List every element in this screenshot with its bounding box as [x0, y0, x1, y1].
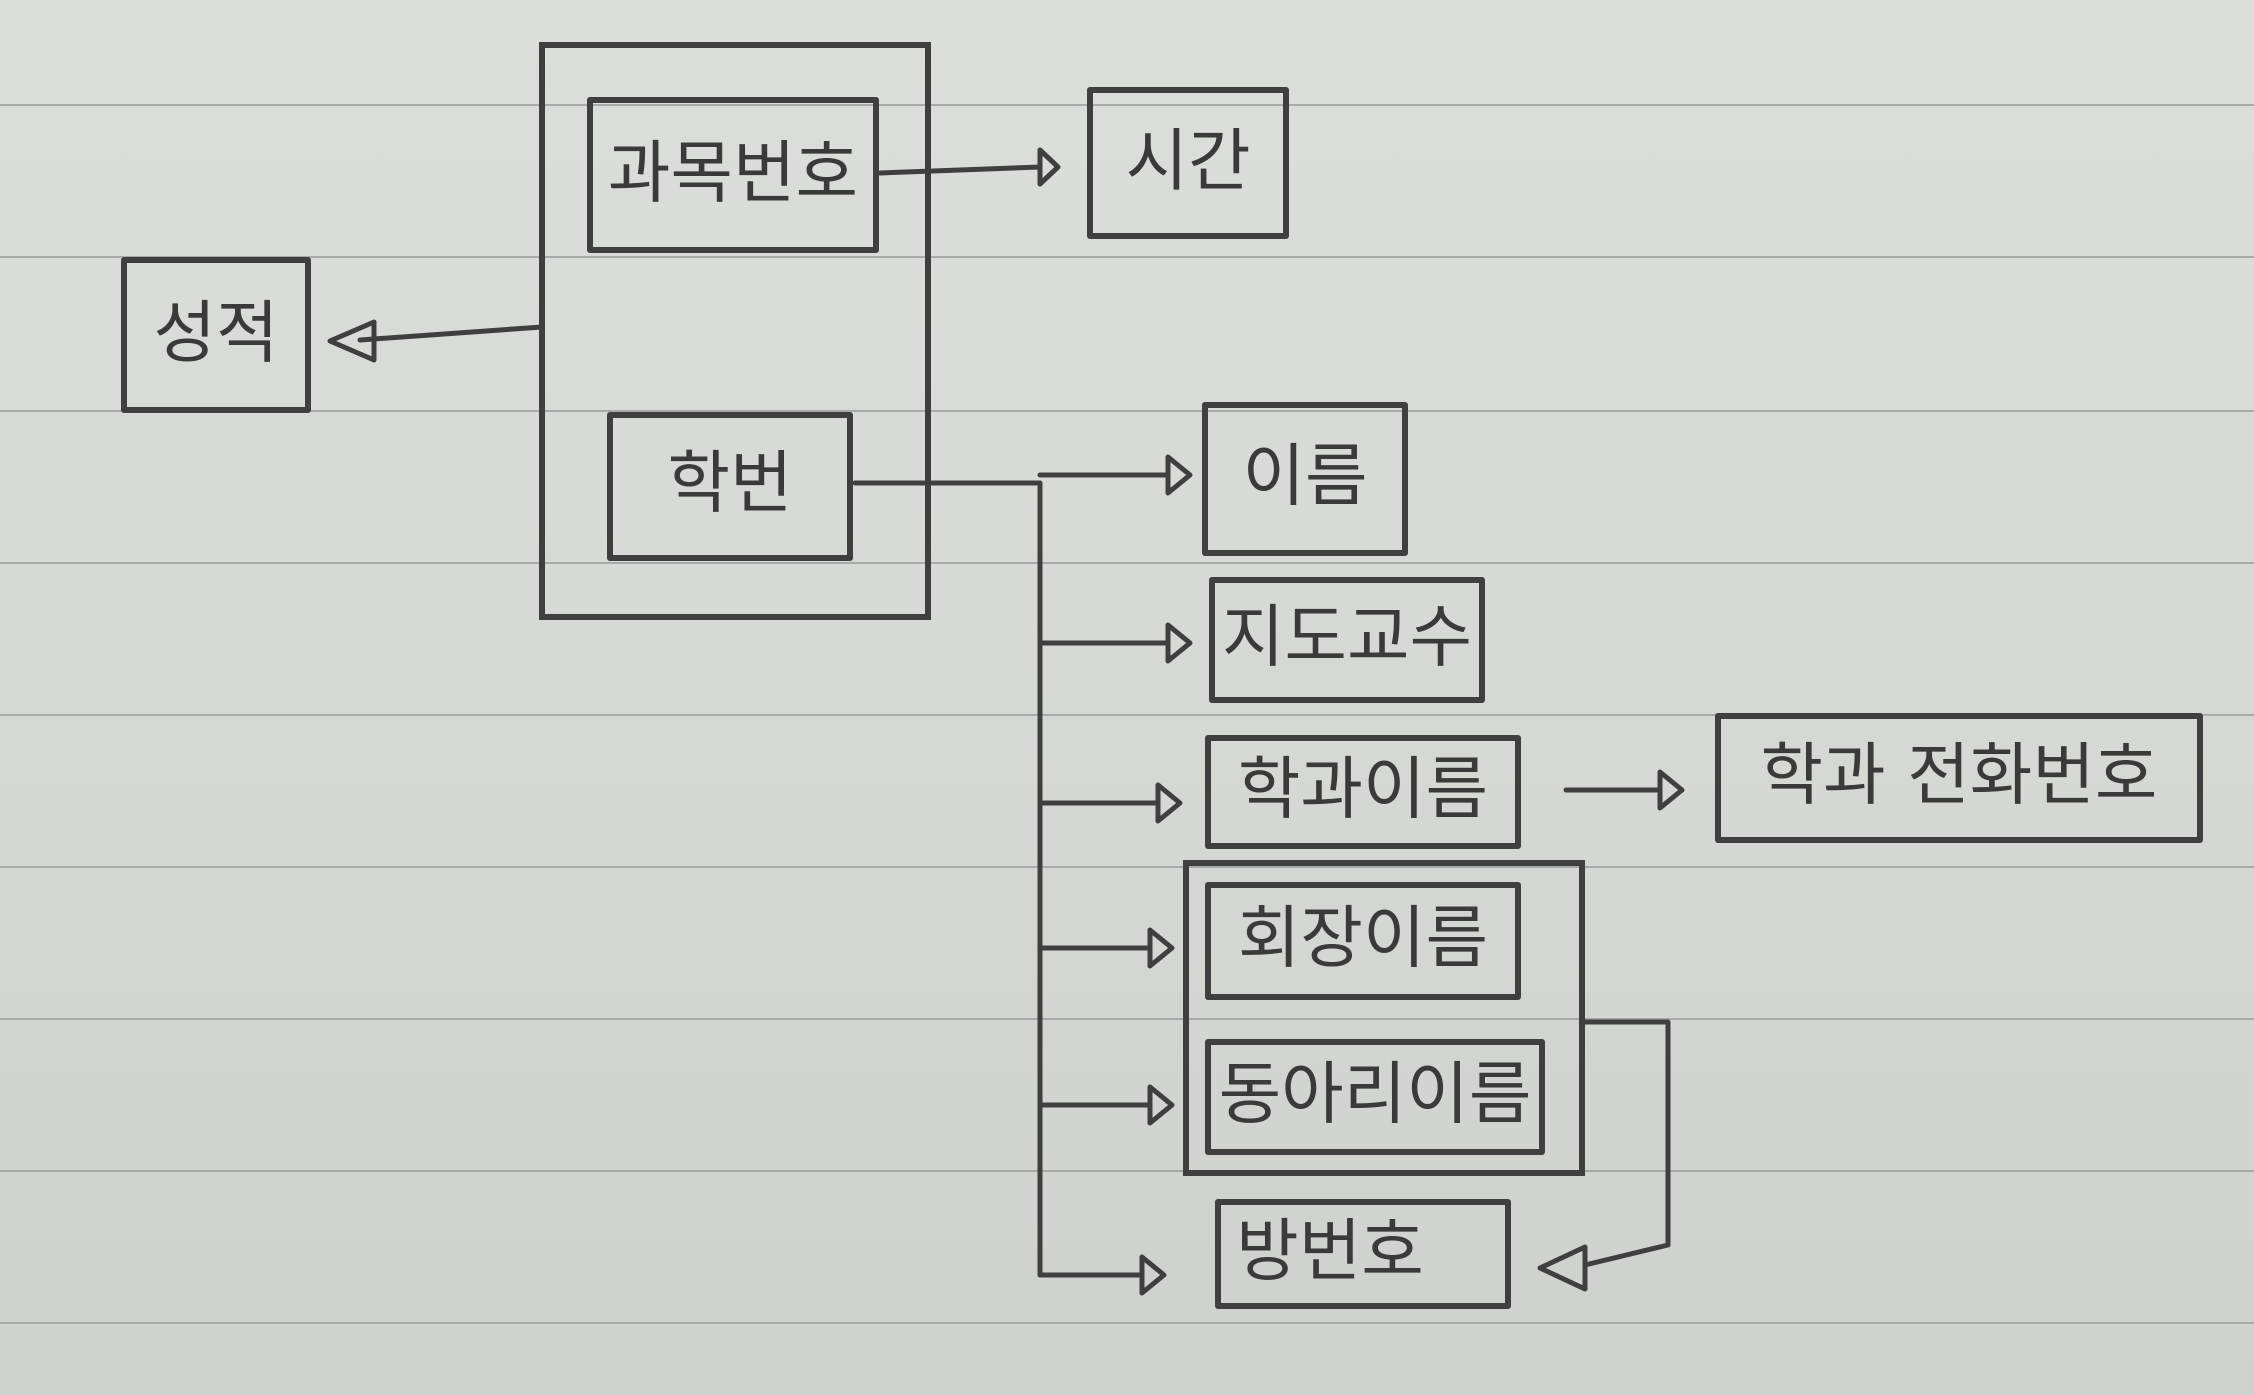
- ruled-line: [0, 256, 2254, 258]
- arrow-id-bus: [852, 480, 1043, 1278]
- node-club-name: 동아리이름: [1205, 1039, 1545, 1155]
- node-label: 방번호: [1236, 1213, 1424, 1292]
- node-advisor: 지도교수: [1209, 577, 1485, 703]
- node-student-id: 학번: [607, 412, 853, 561]
- node-name: 이름: [1202, 402, 1408, 556]
- arrowhead: [1037, 147, 1061, 187]
- ruled-line: [0, 1322, 2254, 1324]
- node-label: 회장이름: [1238, 900, 1488, 979]
- arrowhead: [1657, 769, 1685, 811]
- ruled-line: [0, 714, 2254, 716]
- connectors: [327, 147, 1685, 1296]
- arrowhead: [1155, 782, 1183, 824]
- arrowhead: [1139, 1254, 1167, 1296]
- arrow-group-to-grade: [357, 324, 545, 343]
- node-label: 지도교수: [1222, 599, 1472, 678]
- ruled-line: [0, 866, 2254, 868]
- arrow-club-to-room: [1579, 1019, 1671, 1268]
- node-grade: 성적: [121, 257, 311, 413]
- arrowhead: [1147, 927, 1175, 969]
- club-group: [1183, 860, 1585, 1176]
- ruled-line: [0, 1018, 2254, 1020]
- composite-key-group: [539, 42, 931, 620]
- node-room-number: 방번호: [1215, 1199, 1511, 1309]
- ruled-line: [0, 562, 2254, 564]
- arrowhead: [327, 319, 377, 363]
- node-label: 시간: [1125, 123, 1250, 202]
- node-label: 이름: [1242, 438, 1367, 517]
- node-course-number: 과목번호: [587, 97, 879, 253]
- node-label: 학과이름: [1238, 751, 1488, 830]
- node-time: 시간: [1087, 87, 1289, 239]
- arrowhead: [1165, 454, 1193, 496]
- ruled-line: [0, 410, 2254, 412]
- node-president-name: 회장이름: [1205, 882, 1521, 1000]
- node-dept-name: 학과이름: [1205, 735, 1521, 849]
- node-label: 학과 전화번호: [1761, 737, 2158, 816]
- ruled-line: [0, 104, 2254, 106]
- ruled-line: [0, 1170, 2254, 1172]
- node-dept-phone: 학과 전화번호: [1715, 713, 2203, 843]
- arrow-course-to-time: [877, 164, 1043, 176]
- arrowhead: [1165, 622, 1193, 664]
- arrowhead: [1147, 1084, 1175, 1126]
- node-label: 학번: [667, 445, 792, 524]
- node-label: 동아리이름: [1219, 1056, 1532, 1135]
- arrowhead: [1537, 1244, 1588, 1292]
- node-label: 과목번호: [608, 135, 858, 214]
- node-label: 성적: [153, 295, 278, 374]
